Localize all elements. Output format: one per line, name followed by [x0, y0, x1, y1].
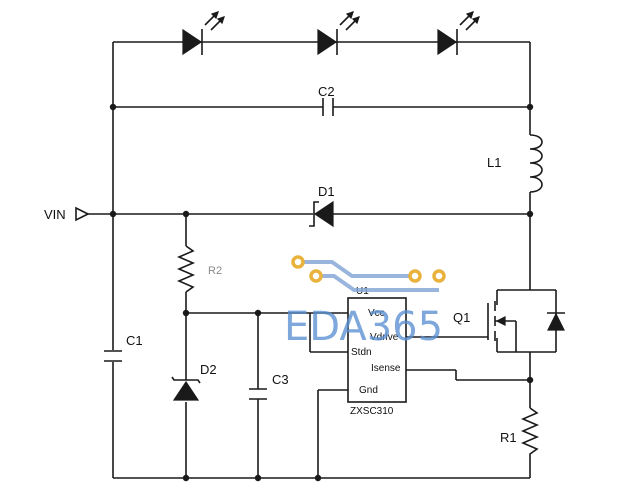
- label-c1: C1: [126, 333, 143, 348]
- led-2: [317, 11, 360, 56]
- label-r2: R2: [208, 265, 222, 277]
- label-pin-vdrive: Vdrive: [370, 332, 399, 343]
- mosfet-q1: [487, 301, 517, 352]
- ic-zxsc310: [347, 297, 407, 403]
- label-q1: Q1: [453, 310, 470, 325]
- capacitor-c1: [104, 350, 122, 362]
- label-c3: C3: [272, 372, 289, 387]
- capacitor-c2: [322, 98, 334, 116]
- label-d1: D1: [318, 184, 335, 199]
- zener-d2: [171, 376, 201, 401]
- led-1: [182, 11, 225, 56]
- led-3: [437, 11, 480, 56]
- label-vin: VIN: [44, 207, 66, 222]
- label-pin-stdn: Stdn: [351, 347, 372, 358]
- label-l1: L1: [487, 155, 501, 170]
- label-r1: R1: [500, 430, 517, 445]
- body-diode: [547, 312, 565, 331]
- capacitor-c3: [249, 388, 267, 400]
- label-pin-vcc: Vcc: [368, 308, 385, 319]
- watermark-text: EDA365: [284, 304, 443, 350]
- resistor-r1: [520, 407, 540, 462]
- inductor-l1: [529, 134, 543, 193]
- label-d2: D2: [200, 362, 217, 377]
- watermark-logo: EDA365: [284, 255, 446, 350]
- label-pin-gnd: Gnd: [359, 385, 378, 396]
- resistor-r2: [176, 245, 196, 293]
- label-pin-isense: Isense: [371, 363, 401, 374]
- wires: [86, 41, 557, 479]
- junction-dots: [109, 103, 534, 482]
- vin-terminal-arrow: [75, 206, 90, 222]
- diode-d1: [309, 200, 334, 228]
- label-ic-part: ZXSC310: [350, 406, 394, 417]
- label-c2: C2: [318, 84, 335, 99]
